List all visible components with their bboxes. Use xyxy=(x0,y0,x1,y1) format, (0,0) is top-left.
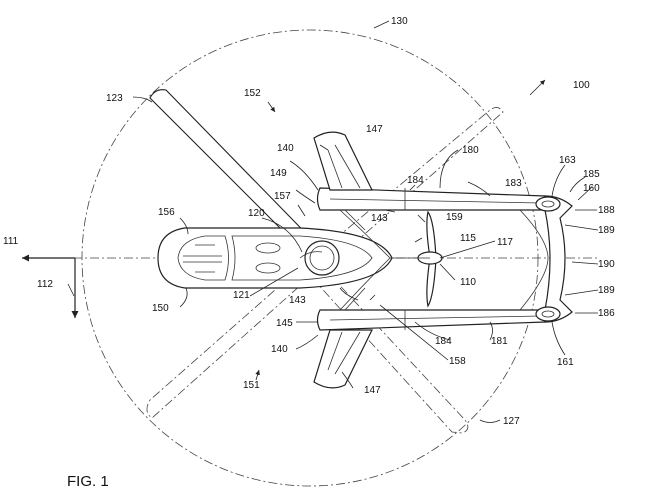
label-189a: 189 xyxy=(598,225,615,236)
label-127: 127 xyxy=(503,416,520,427)
rotor-blade-lower-left xyxy=(146,267,313,419)
rotor-blade-upper-right xyxy=(321,107,504,263)
label-157: 157 xyxy=(274,191,291,202)
label-112: 112 xyxy=(37,279,53,290)
label-184a: 184 xyxy=(407,175,424,186)
label-140a: 140 xyxy=(277,143,294,154)
label-147a: 147 xyxy=(366,124,383,135)
label-143a: 143 xyxy=(371,213,388,224)
label-158: 158 xyxy=(449,356,466,367)
label-161: 161 xyxy=(557,357,574,368)
label-115: 115 xyxy=(460,233,476,244)
label-111: 111 xyxy=(3,236,19,247)
label-190: 190 xyxy=(598,259,615,270)
label-100: 100 xyxy=(573,80,590,91)
rotor-blade-lower-right xyxy=(304,261,469,434)
label-150: 150 xyxy=(152,303,169,314)
label-152: 152 xyxy=(244,88,261,99)
label-145: 145 xyxy=(276,318,293,329)
label-151: 151 xyxy=(243,380,260,391)
figure-caption: FIG. 1 xyxy=(67,473,109,490)
label-121: 121 xyxy=(233,290,250,301)
wing-lower xyxy=(313,329,373,389)
reference-numerals: 123 130 100 152 147 140 149 157 156 120 … xyxy=(3,16,615,490)
label-186: 186 xyxy=(598,308,615,319)
fuselage xyxy=(157,227,393,289)
label-160: 160 xyxy=(583,183,600,194)
label-185: 185 xyxy=(583,169,600,180)
label-123: 123 xyxy=(106,93,123,104)
label-110: 110 xyxy=(460,277,476,288)
label-183: 183 xyxy=(505,178,522,189)
label-140b: 140 xyxy=(271,344,288,355)
label-184b: 184 xyxy=(435,336,452,347)
propeller xyxy=(390,210,443,308)
rotor-hub xyxy=(299,240,340,276)
label-159: 159 xyxy=(446,212,463,223)
label-149: 149 xyxy=(270,168,287,179)
label-156: 156 xyxy=(158,207,175,218)
label-147b: 147 xyxy=(364,385,381,396)
tail-booms xyxy=(316,187,546,331)
label-143b: 143 xyxy=(289,295,306,306)
label-163: 163 xyxy=(559,155,576,166)
label-130: 130 xyxy=(391,16,408,27)
label-120: 120 xyxy=(248,208,265,219)
direction-arrows xyxy=(22,254,79,318)
label-181: 181 xyxy=(491,336,508,347)
leader-lines xyxy=(132,20,599,423)
label-188: 188 xyxy=(598,205,615,216)
label-180: 180 xyxy=(462,145,479,156)
wing-upper xyxy=(313,131,373,191)
tail-assembly xyxy=(519,195,573,323)
label-117: 117 xyxy=(497,237,513,248)
label-189b: 189 xyxy=(598,285,615,296)
